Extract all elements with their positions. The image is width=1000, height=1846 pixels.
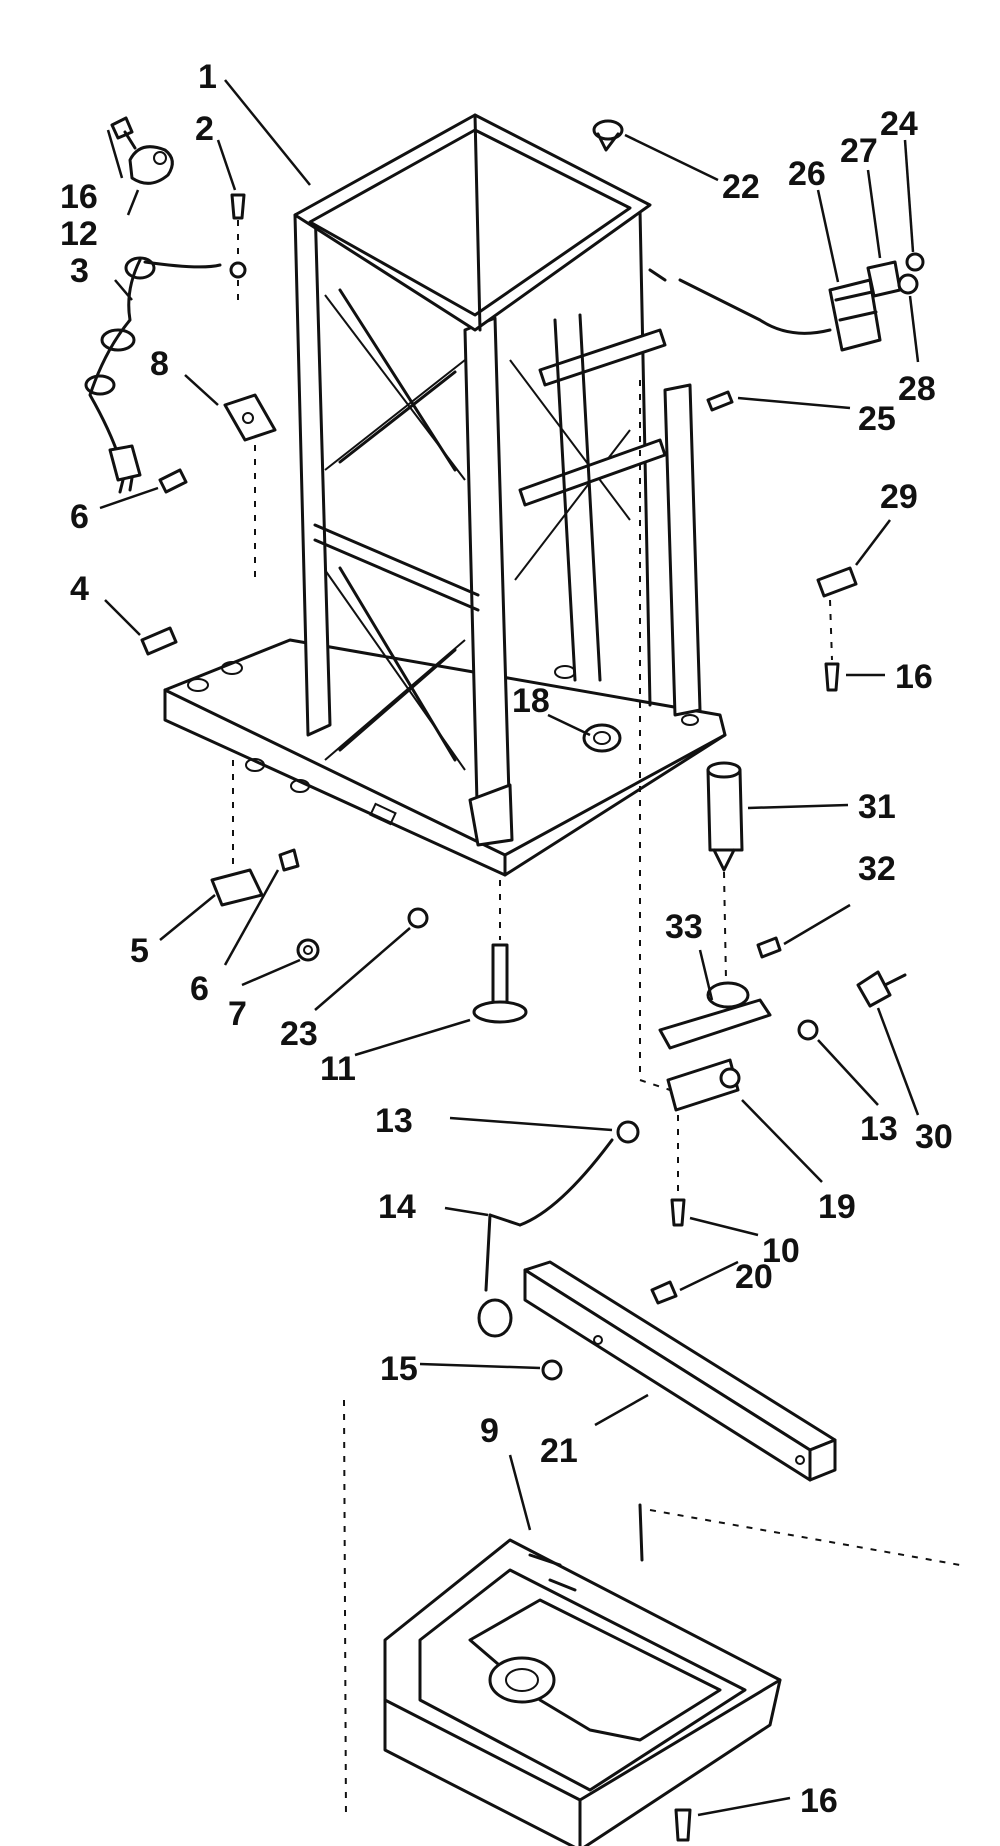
bumper-18 — [582, 723, 622, 753]
callout-23: 23 — [280, 1015, 318, 1053]
callout-33: 33 — [665, 908, 703, 946]
callout-6: 6 — [190, 970, 209, 1008]
callout-11: 11 — [320, 1050, 356, 1088]
capacitor-31 — [706, 761, 744, 981]
rail-21 — [523, 1260, 837, 1482]
screw-16-top-left — [110, 116, 137, 150]
callout-14: 14 — [378, 1188, 416, 1226]
screw-32 — [756, 936, 782, 959]
callout-10: 10 — [762, 1232, 800, 1270]
clamp-30 — [856, 970, 907, 1008]
nut-13-left — [616, 1120, 640, 1144]
screw-6-upper — [158, 468, 188, 494]
callout-32: 32 — [858, 850, 896, 888]
callout-29: 29 — [880, 478, 918, 516]
screw-16-bottom — [674, 1808, 692, 1842]
bracket-19 — [639, 380, 741, 1112]
callout-28: 28 — [898, 370, 936, 408]
callout-24: 24 — [880, 105, 918, 143]
screw-10 — [670, 1115, 686, 1227]
grommet-4 — [140, 626, 178, 656]
switch-assembly — [678, 252, 925, 352]
ground-wire-14 — [477, 1138, 614, 1338]
guide-line-horizontal — [649, 1509, 961, 1566]
callout-22: 22 — [722, 168, 760, 206]
callout-4: 4 — [70, 570, 89, 608]
callout-1: 1 — [198, 58, 217, 96]
guide-tick — [638, 1503, 644, 1562]
nut-15 — [541, 1359, 563, 1381]
callout-7: 7 — [228, 995, 247, 1033]
callout-12: 12 — [60, 215, 98, 253]
nut-23 — [407, 907, 429, 929]
callout-8: 8 — [150, 345, 169, 383]
callout-21: 21 — [540, 1432, 578, 1470]
screw-16-right — [824, 662, 840, 692]
callout-13: 13 — [375, 1102, 413, 1140]
clip-29 — [816, 566, 858, 661]
callout-16: 16 — [60, 178, 98, 216]
guide-line-vertical — [343, 1399, 347, 1821]
cord-clamp-12 — [128, 145, 174, 185]
callout-9: 9 — [480, 1412, 499, 1450]
callout-3: 3 — [70, 252, 89, 290]
callout-5: 5 — [130, 932, 149, 970]
leveling-leg-11 — [472, 880, 528, 1024]
callout-labels: 1 2 16 12 3 8 6 4 22 26 27 24 28 25 29 1… — [60, 58, 953, 1820]
callout-18: 18 — [512, 682, 550, 720]
bracket-33 — [658, 981, 772, 1050]
callout-13: 13 — [860, 1110, 898, 1148]
callout-26: 26 — [788, 155, 826, 193]
nut-7 — [296, 938, 320, 962]
callout-16: 16 — [800, 1782, 838, 1820]
screw-20 — [650, 1280, 678, 1305]
callout-15: 15 — [380, 1350, 418, 1388]
screw-2 — [229, 193, 247, 300]
cabinet-frame — [163, 113, 727, 877]
power-cord-3 — [84, 256, 222, 494]
base-pan-9 — [383, 1538, 782, 1846]
callout-2: 2 — [195, 110, 214, 148]
bracket-5 — [210, 760, 300, 907]
callout-30: 30 — [915, 1118, 953, 1156]
bracket-8 — [223, 393, 277, 580]
screw-25 — [706, 390, 734, 412]
callout-20: 20 — [735, 1258, 773, 1296]
callout-31: 31 — [858, 788, 896, 826]
callout-27: 27 — [840, 132, 878, 170]
callout-16: 16 — [895, 658, 933, 696]
callout-19: 19 — [818, 1188, 856, 1226]
nut-13-right — [797, 1019, 819, 1041]
cap-22 — [592, 119, 624, 152]
callout-6: 6 — [70, 498, 89, 536]
leader-lines — [99, 79, 920, 1817]
callout-25: 25 — [858, 400, 896, 438]
